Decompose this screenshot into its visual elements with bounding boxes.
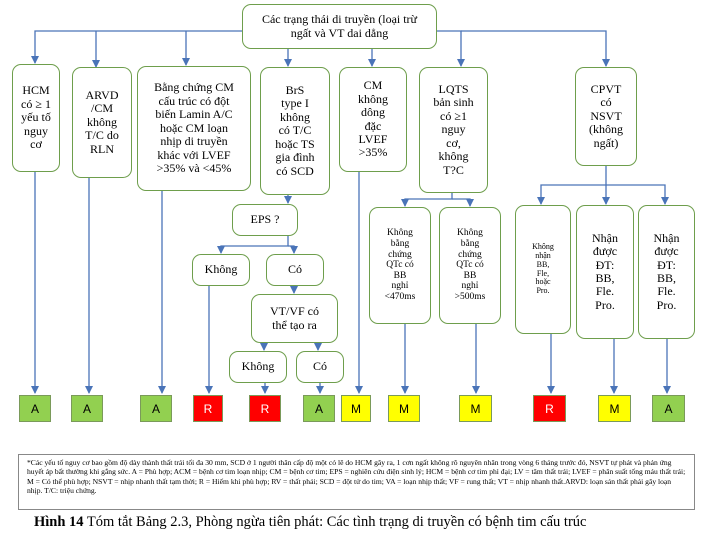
figure-caption: Hình 14 Tóm tắt Bảng 2.3, Phòng ngừa tiê… xyxy=(34,514,586,531)
arrow-eps-yes xyxy=(288,245,298,254)
arrow-cpvt-rx2 xyxy=(606,184,669,205)
arrow-root-cpvt xyxy=(461,30,610,67)
footnote: *Các yếu tố nguy cơ bao gồm độ dày thành… xyxy=(18,454,695,510)
outcome-lqts-470: M xyxy=(388,395,420,422)
outcome-vtvf-yes: A xyxy=(303,395,335,422)
node-eps: EPS ? xyxy=(232,204,298,236)
node-lqts-500: Không bằng chứng QTc có BB nghỉ >500ms xyxy=(439,207,501,324)
node-vtvf-no: Không xyxy=(229,351,287,383)
outcome-arvd: A xyxy=(71,395,103,422)
outcome-lqts-500: M xyxy=(459,395,492,422)
arrow-lqts-470 xyxy=(401,193,453,207)
node-hcm: HCM có ≥ 1 yếu tố nguy cơ xyxy=(12,64,60,172)
arrow-root-lqts xyxy=(437,30,465,67)
figure-label: Hình 14 xyxy=(34,514,84,530)
figure-caption-text: Tóm tắt Bảng 2.3, Phòng ngừa tiên phát: … xyxy=(83,514,587,530)
node-brs: BrS type I không có T/C hoặc TS gia đình… xyxy=(260,67,330,195)
node-vtvf-yes: Có xyxy=(296,351,344,383)
arrow-root-hcm xyxy=(31,30,242,64)
node-cpvt-no-treatment: Không nhận BB, Fle, hoặc Pro. xyxy=(515,205,571,334)
outcome-eps-no: R xyxy=(193,395,223,422)
node-lamin: Bằng chứng CM cấu trúc có đột biến Lamin… xyxy=(137,66,251,191)
outcome-cpvt-no-treatment: R xyxy=(533,395,566,422)
outcome-vtvf-no: R xyxy=(249,395,281,422)
node-lqts: LQTS bản sinh có ≥1 nguy cơ, không T?C xyxy=(419,67,488,193)
node-vtvf: VT/VF có thể tạo ra xyxy=(251,294,338,343)
arrow-lqts-500 xyxy=(452,198,474,207)
outcome-cpvt-treatment-1: M xyxy=(598,395,631,422)
outcome-cm-non-dilated: M xyxy=(341,395,371,422)
outcome-hcm: A xyxy=(19,395,51,422)
arrow-eps-no xyxy=(217,236,289,254)
arrow-cpvt-none xyxy=(537,166,607,205)
node-cpvt-treatment-1: Nhận được ĐT: BB, Fle. Pro. xyxy=(576,205,634,339)
outcome-cpvt-treatment-2: A xyxy=(652,395,685,422)
node-eps-yes: Có xyxy=(266,254,324,286)
outcome-lamin: A xyxy=(140,395,172,422)
node-lqts-470: Không bằng chứng QTc có BB nghỉ <470ms xyxy=(369,207,431,324)
node-arvd: ARVD /CM không T/C do RLN xyxy=(72,67,132,178)
node-cpvt: CPVT có NSVT (không ngất) xyxy=(575,67,637,166)
node-cpvt-treatment-2: Nhận được ĐT: BB, Fle. Pro. xyxy=(638,205,695,339)
node-cm-non-dilated: CM không dông đặc LVEF >35% xyxy=(339,67,407,172)
node-eps-no: Không xyxy=(192,254,250,286)
root-node: Các trạng thái di truyền (loại trừ ngất … xyxy=(242,4,437,49)
